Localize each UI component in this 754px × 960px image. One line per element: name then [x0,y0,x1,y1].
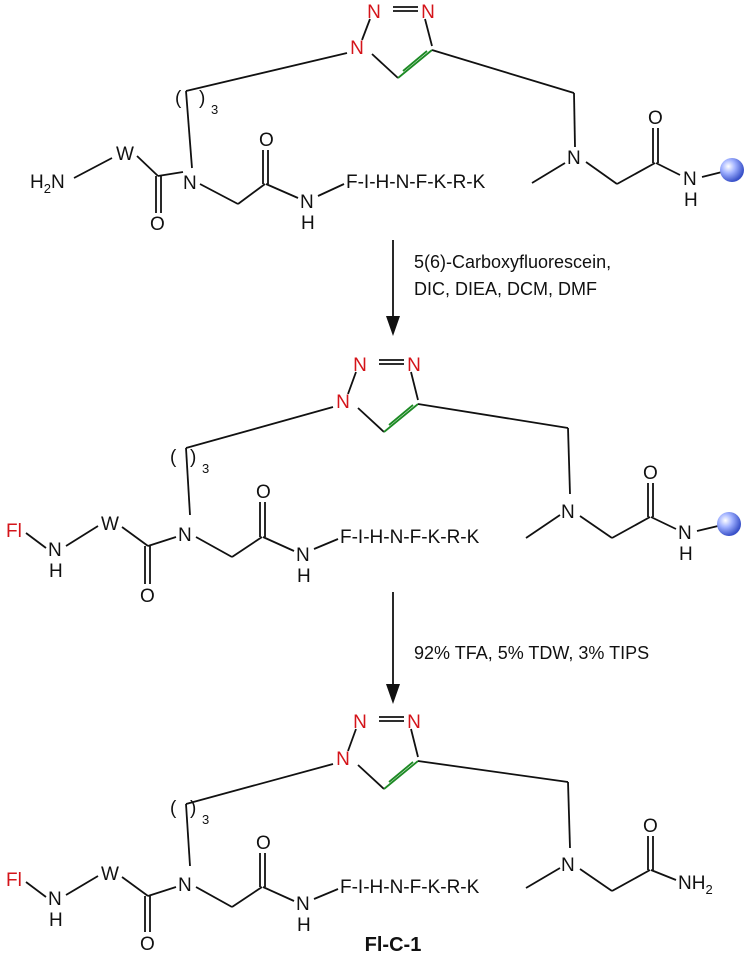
carbonyl-o-label: O [140,586,155,607]
repeat-paren-open: ( [170,447,177,468]
amide-h-label: H [301,213,315,234]
h2n-label: H2N [30,172,65,196]
terminal-nh2-label: NH2 [678,873,713,897]
w-residue-label: W [101,514,119,535]
right-amide-n-label: N [678,523,692,544]
triazole-n2-label: N [421,2,435,23]
triazole-n1-label: N [367,2,381,23]
triazole-ring: N N N [336,712,421,790]
repeat-paren-close: ) [199,88,205,109]
amide-o-label: O [259,130,274,151]
triazole-n1-label: N [353,712,367,733]
carbonyl-o-label: O [140,934,155,955]
backbone-n-label: N [183,173,197,194]
repeat-count: 3 [202,812,209,827]
amide-n-label: N [296,894,310,915]
resin-bead-icon [717,512,741,536]
repeat-count: 3 [211,102,218,117]
amide-n-label: N [296,545,310,566]
product-label: Fl-C-1 [365,934,422,956]
triazole-n3-label: N [336,392,350,413]
right-n-label: N [561,855,575,876]
amide-h-label: H [297,915,311,936]
triazole-ring: N N N [336,355,421,433]
structure-starting-material: N N N ( ) 3 H2N W O N O N H F-I-H-N-F-K-… [30,2,744,235]
triazole-n2-label: N [407,712,421,733]
hydrazide-h-label: H [49,910,63,931]
w-residue-label: W [116,144,134,165]
structure-product: N N N ( ) 3 Fl N H W O N O N H F-I-H-N-F… [6,712,713,956]
hydrazide-n-label: N [48,540,62,561]
repeat-paren-open: ( [175,88,182,109]
amide-h-label: H [297,566,311,587]
peptide-sequence: F-I-H-N-F-K-R-K [346,172,486,193]
backbone-n-label: N [178,875,192,896]
step2-reagents: 92% TFA, 5% TDW, 3% TIPS [414,643,649,663]
right-amide-h-label: H [679,544,693,565]
step1-reagents-line2: DIC, DIEA, DCM, DMF [414,279,597,299]
resin-bead-icon [720,158,744,182]
repeat-count: 3 [202,461,209,476]
right-amide-o-label: O [643,816,658,837]
structure-intermediate: N N N ( ) 3 Fl N H W O N O N H F-I-H-N-F… [6,355,741,607]
repeat-paren-close: ) [190,447,196,468]
carbonyl-o-label: O [150,214,165,235]
peptide-sequence: F-I-H-N-F-K-R-K [340,877,480,898]
amide-o-label: O [256,833,271,854]
amide-o-label: O [256,482,271,503]
repeat-paren-close: ) [190,798,196,819]
step1-reagents-line1: 5(6)-Carboxyfluorescein, [414,252,611,272]
peptide-sequence: F-I-H-N-F-K-R-K [340,527,480,548]
right-amide-o-label: O [643,463,658,484]
backbone-n-label: N [178,525,192,546]
right-n-label: N [561,502,575,523]
right-n-label: N [567,148,581,169]
amide-n-label: N [300,192,314,213]
right-amide-n-label: N [683,169,697,190]
triazole-n3-label: N [336,749,350,770]
hydrazide-h-label: H [49,561,63,582]
triazole-n1-label: N [353,355,367,376]
right-amide-h-label: H [684,190,698,211]
fluorescein-label: Fl [6,521,22,542]
fluorescein-label: Fl [6,870,22,891]
triazole-ring: N N N [350,2,435,79]
reaction-arrow-1: 5(6)-Carboxyfluorescein, DIC, DIEA, DCM,… [386,240,611,336]
right-amide-o-label: O [648,108,663,129]
w-residue-label: W [101,864,119,885]
triazole-n3-label: N [350,38,364,59]
reaction-arrow-2: 92% TFA, 5% TDW, 3% TIPS [386,592,649,704]
hydrazide-n-label: N [48,889,62,910]
repeat-paren-open: ( [170,798,177,819]
triazole-n2-label: N [407,355,421,376]
